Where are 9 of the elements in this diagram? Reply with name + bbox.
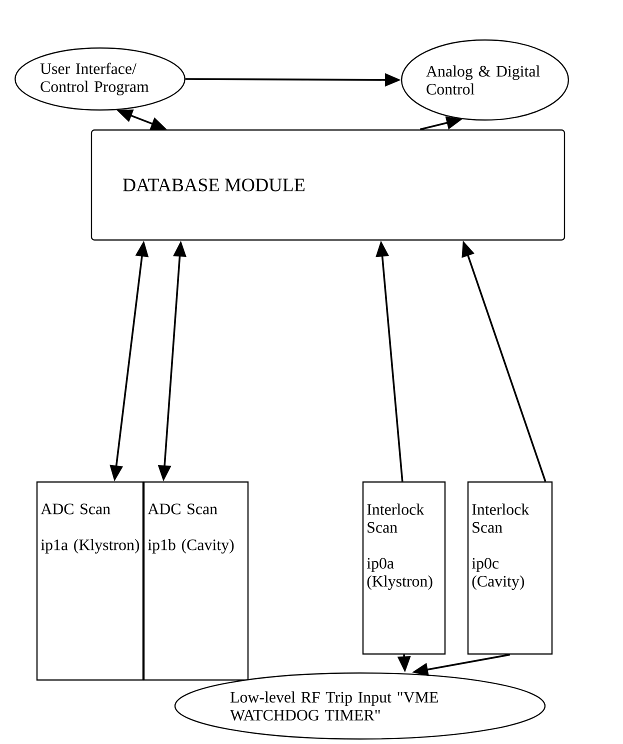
scan-box: Interlock Scan ip0a (Klystron)	[362, 481, 446, 655]
module-box: DATABASE MODULE	[90, 129, 566, 241]
scan-box: ADC Scan ip1a (Klystron)	[36, 481, 144, 681]
node-label: Low-level RF Trip Input "VME WATCHDOG TIMER"	[230, 691, 438, 721]
ellipse-node: Low-level RF Trip Input "VME WATCHDOG TIMER"	[174, 672, 546, 740]
ellipse-node: Analog & Digital Control	[400, 39, 570, 121]
scan-box: Interlock Scan ip0c (Cavity)	[467, 481, 553, 655]
ellipse-node: User Interface/ Control Program	[14, 47, 186, 111]
scan-box: ADC Scan ip1b (Cavity)	[143, 481, 249, 681]
